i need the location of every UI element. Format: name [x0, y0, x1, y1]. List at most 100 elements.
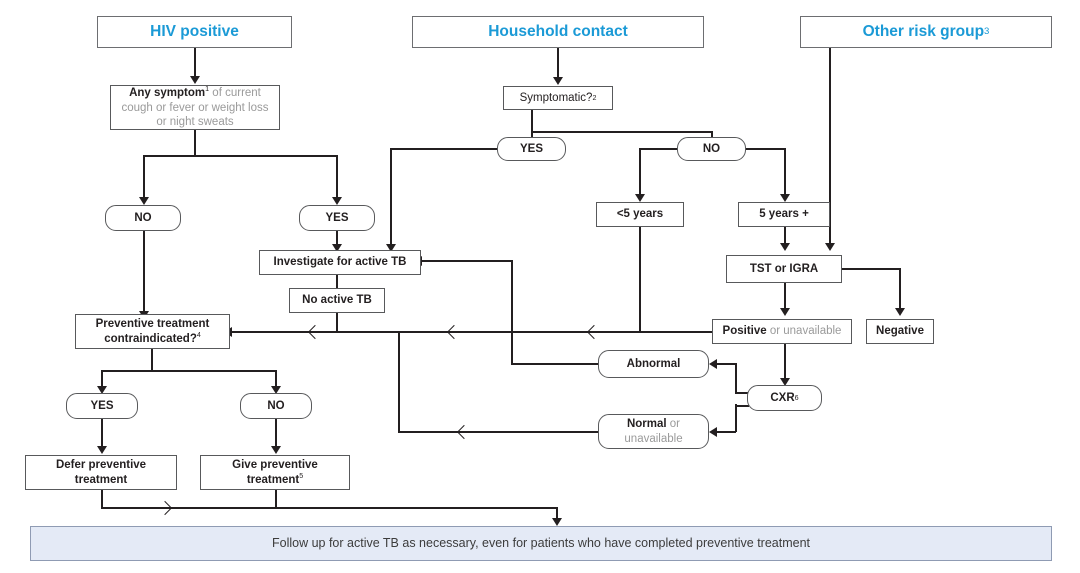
node-contra-no-label: NO — [267, 399, 285, 412]
node-defer-line2: treatment — [74, 473, 128, 486]
arrow-over5-to-tst — [780, 243, 790, 251]
node-investigate-label: Investigate for active TB — [273, 256, 407, 269]
node-positive-label: Positive or unavailable — [722, 325, 842, 338]
line-normal-up — [398, 331, 400, 432]
line-hhno-to-under5 — [639, 148, 641, 196]
node-under-5-years: <5 years — [596, 202, 684, 227]
arrow-yes-to-defer — [97, 446, 107, 454]
header-hiv-positive-label: HIV positive — [150, 22, 239, 40]
node-normal-line2: unavailable — [624, 432, 683, 445]
node-no-active-tb: No active TB — [289, 288, 385, 313]
header-household-contact: Household contact — [412, 16, 704, 48]
line-abnormal-to-investigate — [421, 260, 513, 262]
line-symptomatic-down — [531, 110, 533, 132]
line-tst-to-negative-v — [899, 268, 901, 312]
node-contraindicated-line2: contraindicated?4 — [104, 330, 201, 345]
node-hh-yes: YES — [497, 137, 566, 161]
header-hiv-positive: HIV positive — [97, 16, 292, 48]
line-contra-split — [101, 370, 276, 372]
arrow-otherrisk-to-tst — [825, 243, 835, 251]
line-hhyes-left — [390, 148, 498, 150]
node-tst-or-igra: TST or IGRA — [726, 255, 842, 283]
line-contra-down — [151, 349, 153, 371]
chevron-main-3 — [586, 324, 602, 340]
arrow-tst-to-negative — [895, 308, 905, 316]
line-cxr-normal-v — [735, 404, 737, 432]
node-contraindicated-line1: Preventive treatment — [95, 318, 210, 331]
line-defer-down — [101, 490, 103, 508]
line-otherrisk-down — [829, 48, 831, 249]
any-symptom-line2: cough or fever or weight loss — [121, 101, 269, 114]
line-symptom-to-yes — [336, 155, 338, 199]
arrow-positive-to-cxr — [780, 378, 790, 386]
arrow-contra-to-no — [271, 386, 281, 394]
line-positive-to-cxr — [784, 344, 786, 383]
line-cxr-abnormal-h2 — [716, 363, 736, 365]
node-positive-or-unavailable: Positive or unavailable — [712, 319, 852, 344]
node-give-preventive-treatment: Give preventive treatment5 — [200, 455, 350, 490]
arrow-no-to-give — [271, 446, 281, 454]
node-abnormal: Abnormal — [598, 350, 709, 378]
node-preventive-contraindicated: Preventive treatment contraindicated?4 — [75, 314, 230, 349]
node-contra-no: NO — [240, 393, 312, 419]
node-any-symptom: Any symptom1 of current cough or fever o… — [110, 85, 280, 130]
arrow-hhno-to-over5 — [780, 194, 790, 202]
line-tst-to-positive — [784, 283, 786, 312]
node-tst-or-igra-label: TST or IGRA — [749, 262, 819, 275]
arrow-footer-to-banner — [552, 518, 562, 526]
line-hhno-to-over5 — [784, 148, 786, 196]
node-hh-no: NO — [677, 137, 746, 161]
node-hiv-yes: YES — [299, 205, 375, 231]
arrow-symptom-to-yes — [332, 197, 342, 205]
node-cxr-label: CXR — [770, 391, 795, 404]
arrow-tst-to-positive — [780, 308, 790, 316]
arrow-contra-to-yes — [97, 386, 107, 394]
line-cxr-abnormal-v — [735, 363, 737, 393]
line-contra-to-no — [275, 370, 277, 390]
chevron-main-1 — [307, 324, 323, 340]
line-hiv-no-to-contra — [143, 231, 145, 313]
footnote-marker-4: 4 — [196, 330, 201, 339]
line-contra-to-yes — [101, 370, 103, 390]
node-contra-yes: YES — [66, 393, 138, 419]
any-symptom-line3: or night sweats — [156, 115, 234, 128]
node-no-active-tb-label: No active TB — [302, 294, 372, 307]
header-other-risk-group-label: Other risk group — [862, 22, 985, 40]
node-defer-preventive-treatment: Defer preventive treatment — [25, 455, 177, 490]
node-give-line2: treatment5 — [246, 471, 304, 486]
line-symptom-to-no — [143, 155, 145, 199]
any-symptom-line1: Any symptom1 of current — [129, 85, 261, 100]
node-follow-up-banner: Follow up for active TB as necessary, ev… — [30, 526, 1052, 561]
node-contra-yes-label: YES — [90, 399, 114, 412]
arrow-cxr-to-normal — [709, 427, 717, 437]
node-normal-or-unavailable: Normal or unavailable — [598, 414, 709, 449]
line-abnormal-left — [511, 363, 599, 365]
line-symptomatic-split — [531, 131, 712, 133]
node-hiv-no: NO — [105, 205, 181, 231]
arrow-household-to-symptomatic — [553, 77, 563, 85]
node-hiv-yes-label: YES — [325, 211, 349, 224]
chevron-normal-left — [456, 424, 472, 440]
line-hhyes-down — [390, 148, 392, 249]
node-negative: Negative — [866, 319, 934, 344]
line-over5-to-tst — [784, 227, 786, 249]
node-5-years-plus-label: 5 years + — [759, 208, 809, 221]
node-normal-line1: Normal or — [626, 418, 681, 431]
footnote-marker-1: 1 — [205, 85, 210, 94]
line-footer-horizontal — [101, 507, 557, 509]
node-defer-line1: Defer preventive — [55, 459, 147, 472]
line-under5-down — [639, 227, 641, 331]
line-symptom-split — [143, 155, 337, 157]
node-5-years-plus: 5 years + — [738, 202, 830, 227]
line-symptom-down — [194, 130, 196, 156]
line-investigate-to-noactive — [336, 275, 338, 289]
footnote-marker-5: 5 — [299, 471, 304, 480]
line-household-to-symptomatic — [557, 48, 559, 79]
line-cxr-abnormal-h1 — [735, 392, 749, 394]
node-symptomatic-label: Symptomatic? — [519, 91, 593, 104]
arrow-hiv-to-symptom — [190, 76, 200, 84]
node-hiv-no-label: NO — [134, 211, 152, 224]
line-no-to-give — [275, 419, 277, 450]
line-abnormal-up — [511, 260, 513, 364]
